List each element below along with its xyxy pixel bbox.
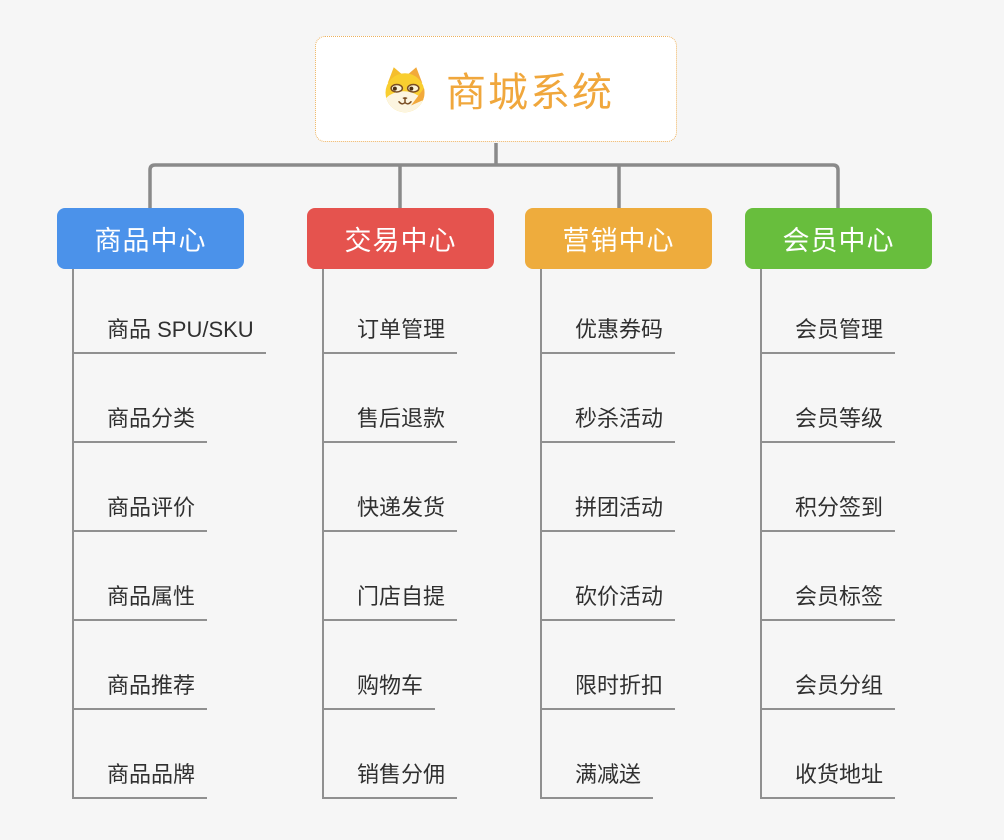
leaf-row: 会员分组 (762, 621, 896, 710)
leaf-node[interactable]: 满减送 (542, 761, 654, 799)
branch-node-marketing-center[interactable]: 营销中心 (525, 208, 712, 269)
branch-label: 商品中心 (94, 226, 207, 256)
leaf-row: 商品属性 (74, 532, 266, 621)
leaf-node[interactable]: 砍价活动 (542, 583, 676, 621)
tree-connector-lines (148, 143, 840, 209)
leaf-row: 满减送 (542, 710, 675, 799)
leaf-row: 售后退款 (324, 354, 458, 443)
leaf-row: 砍价活动 (542, 532, 676, 621)
leaf-node[interactable]: 快递发货 (324, 494, 458, 532)
leaf-row: 门店自提 (324, 532, 458, 621)
leaf-node[interactable]: 拼团活动 (542, 494, 676, 532)
leaf-node[interactable]: 限时折扣 (542, 672, 676, 710)
branch-label: 交易中心 (344, 226, 457, 256)
leaf-node[interactable]: 商品分类 (74, 405, 208, 443)
root-title: 商城系统 (446, 71, 614, 115)
leaf-node[interactable]: 商品推荐 (74, 672, 208, 710)
leaf-row: 商品推荐 (74, 621, 266, 710)
leaf-node[interactable]: 订单管理 (324, 316, 458, 354)
leaf-node[interactable]: 积分签到 (762, 494, 896, 532)
leaf-row: 会员标签 (762, 532, 896, 621)
leaf-row: 会员等级 (762, 354, 896, 443)
branch-column-trade: 交易中心 订单管理 售后退款 快递发货 门店自提 购物车 销售分佣 (307, 208, 547, 799)
branch-node-product-center[interactable]: 商品中心 (57, 208, 244, 269)
branch-column-member: 会员中心 会员管理 会员等级 积分签到 会员标签 会员分组 收货地址 (745, 208, 985, 799)
leaf-node[interactable]: 秒杀活动 (542, 405, 676, 443)
branch-node-member-center[interactable]: 会员中心 (745, 208, 932, 269)
leaf-row: 商品分类 (74, 354, 266, 443)
dog-icon (385, 67, 425, 113)
leaf-node[interactable]: 销售分佣 (324, 761, 458, 799)
root-node[interactable]: 商城系统 (315, 36, 677, 142)
leaf-row: 秒杀活动 (542, 354, 676, 443)
leaf-node[interactable]: 会员管理 (762, 316, 896, 354)
leaf-node[interactable]: 会员等级 (762, 405, 896, 443)
branch-column-product: 商品中心 商品 SPU/SKU 商品分类 商品评价 商品属性 商品推荐 商品品牌 (57, 208, 297, 799)
leaf-node[interactable]: 会员分组 (762, 672, 896, 710)
leaf-node[interactable]: 会员标签 (762, 583, 896, 621)
leaf-row: 会员管理 (762, 269, 896, 354)
branch-children: 商品 SPU/SKU 商品分类 商品评价 商品属性 商品推荐 商品品牌 (72, 269, 266, 799)
leaf-node[interactable]: 商品属性 (74, 583, 208, 621)
leaf-row: 商品品牌 (74, 710, 266, 799)
leaf-row: 购物车 (324, 621, 457, 710)
branch-children: 订单管理 售后退款 快递发货 门店自提 购物车 销售分佣 (322, 269, 458, 799)
leaf-node[interactable]: 收货地址 (762, 761, 896, 799)
leaf-row: 限时折扣 (542, 621, 676, 710)
branch-label: 营销中心 (562, 226, 675, 256)
leaf-node[interactable]: 商品品牌 (74, 761, 208, 799)
branch-children: 会员管理 会员等级 积分签到 会员标签 会员分组 收货地址 (760, 269, 896, 799)
leaf-node[interactable]: 购物车 (324, 672, 436, 710)
leaf-node[interactable]: 商品评价 (74, 494, 208, 532)
branch-column-marketing: 营销中心 优惠券码 秒杀活动 拼团活动 砍价活动 限时折扣 满减送 (525, 208, 765, 799)
branch-node-trade-center[interactable]: 交易中心 (307, 208, 494, 269)
branch-label: 会员中心 (782, 226, 895, 256)
leaf-node[interactable]: 优惠券码 (542, 316, 676, 354)
leaf-node[interactable]: 门店自提 (324, 583, 458, 621)
leaf-row: 收货地址 (762, 710, 896, 799)
leaf-node[interactable]: 商品 SPU/SKU (74, 316, 266, 354)
leaf-row: 销售分佣 (324, 710, 458, 799)
leaf-row: 商品 SPU/SKU (74, 269, 266, 354)
leaf-node[interactable]: 售后退款 (324, 405, 458, 443)
branch-children: 优惠券码 秒杀活动 拼团活动 砍价活动 限时折扣 满减送 (540, 269, 676, 799)
leaf-row: 商品评价 (74, 443, 266, 532)
leaf-row: 快递发货 (324, 443, 458, 532)
leaf-row: 拼团活动 (542, 443, 676, 532)
leaf-row: 积分签到 (762, 443, 896, 532)
leaf-row: 优惠券码 (542, 269, 676, 354)
leaf-row: 订单管理 (324, 269, 458, 354)
